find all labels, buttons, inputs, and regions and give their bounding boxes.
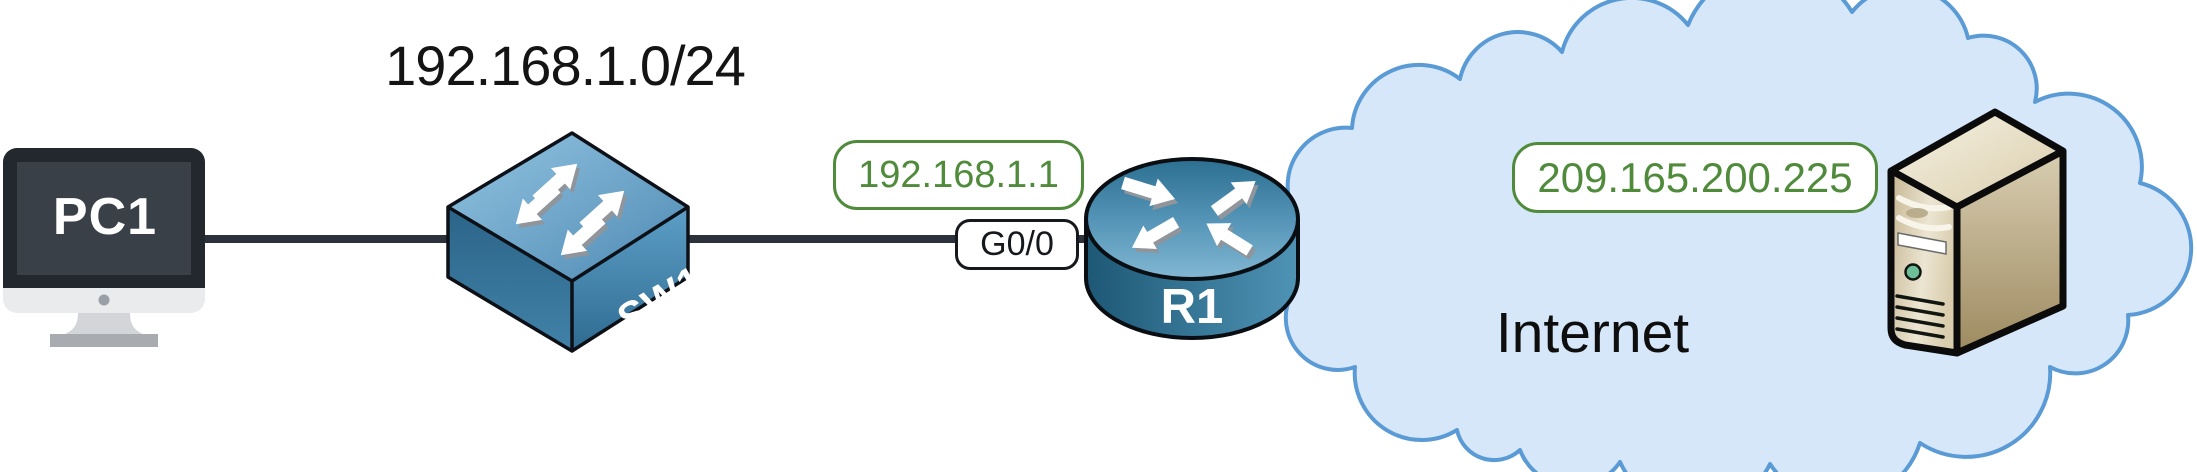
- server-front-details: [1895, 195, 1952, 339]
- tower-server-icon: [1887, 108, 2067, 357]
- cisco-router-icon: [1084, 157, 1300, 340]
- cisco-switch-icon: [446, 131, 690, 353]
- server-ip-badge: 209.165.200.225: [1512, 142, 1878, 213]
- subnet-label: 192.168.1.0/24: [385, 34, 746, 97]
- internet-cloud-label: Internet: [1495, 301, 1690, 365]
- pc-name-label: PC1: [52, 188, 158, 246]
- router-interface-badge: G0/0: [955, 219, 1079, 270]
- desktop-monitor-icon: [3, 148, 205, 347]
- router-ip-badge: 192.168.1.1: [833, 140, 1084, 210]
- router-name-label: R1: [1160, 280, 1224, 334]
